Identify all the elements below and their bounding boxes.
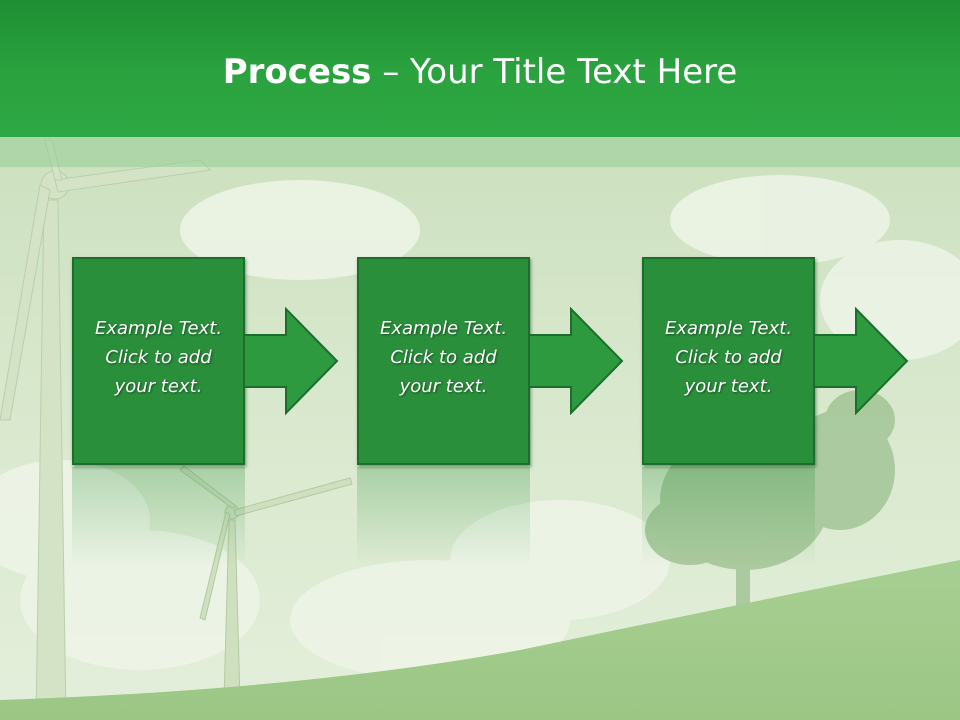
slide-title[interactable]: Process – Your Title Text Here (0, 52, 960, 92)
step-3-line-1: Example Text. (664, 318, 793, 339)
title-rest-text: – Your Title Text Here (371, 52, 738, 92)
step-2-text: Example Text. Click to add your text. (359, 314, 528, 401)
right-arrow-icon (244, 307, 339, 415)
process-step-3[interactable]: Example Text. Click to add your text. (642, 257, 815, 465)
step-1-line-1: Example Text. (94, 318, 223, 339)
wind-turbine-large (0, 139, 212, 720)
step-2-line-2: Click to add (390, 347, 497, 368)
title-bar (0, 0, 960, 137)
right-arrow-icon (529, 307, 624, 415)
step-1-line-3: your text. (114, 376, 203, 397)
right-arrow-icon (814, 307, 909, 415)
step-1-reflection (72, 467, 245, 567)
step-3-line-2: Click to add (675, 347, 782, 368)
step-2-line-1: Example Text. (379, 318, 508, 339)
title-strip (0, 137, 960, 167)
step-1-line-2: Click to add (105, 347, 212, 368)
wind-turbine-small (179, 465, 353, 701)
step-3-line-3: your text. (684, 376, 773, 397)
process-step-2[interactable]: Example Text. Click to add your text. (357, 257, 530, 465)
step-1-text: Example Text. Click to add your text. (74, 314, 243, 401)
process-step-1[interactable]: Example Text. Click to add your text. (72, 257, 245, 465)
step-3-text: Example Text. Click to add your text. (644, 314, 813, 401)
step-3-reflection (642, 467, 815, 567)
step-2-reflection (357, 467, 530, 567)
title-bold-text: Process (222, 52, 372, 92)
step-2-line-3: your text. (399, 376, 488, 397)
